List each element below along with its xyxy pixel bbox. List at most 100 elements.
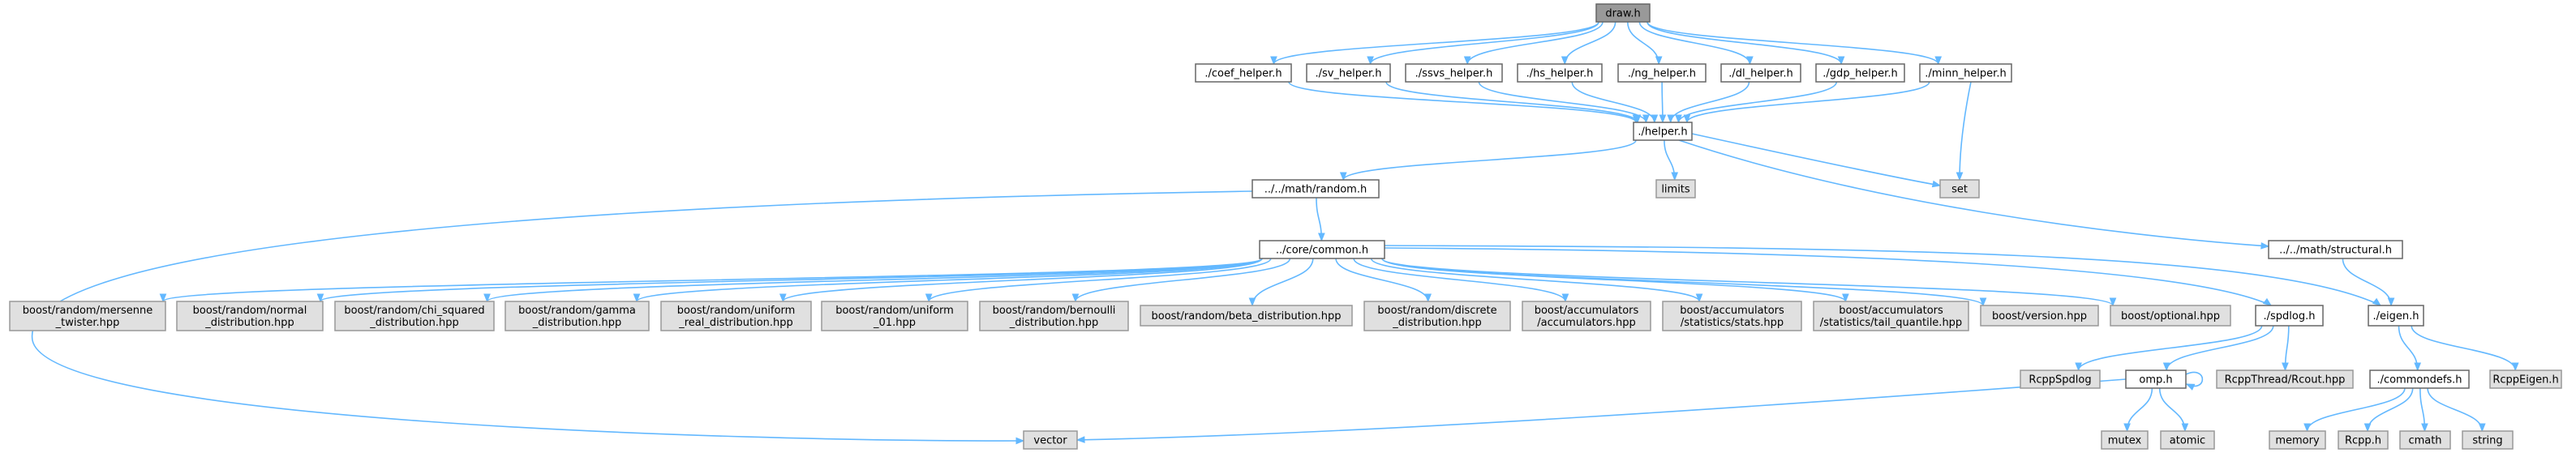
node-gdp[interactable]: ./gdp_helper.h (1815, 63, 1905, 83)
node-hs-label-line-0: ./hs_helper.h (1526, 68, 1594, 80)
node-memory-label-line-0: memory (2275, 435, 2320, 447)
edges-layer (31, 21, 2519, 445)
edge-commondefs-to-memory (2303, 387, 2406, 433)
edge-draw-to-dl (1638, 21, 1754, 66)
node-ng[interactable]: ./ng_helper.h (1617, 63, 1707, 83)
node-unireal-box (660, 301, 812, 331)
node-rcppeigen-label-line-0: RcppEigen.h (2492, 374, 2558, 387)
node-omp[interactable]: omp.h (2125, 369, 2187, 389)
node-dl-label-line-0: ./dl_helper.h (1728, 68, 1793, 80)
edge-spdlog-to-rcout (2282, 325, 2290, 372)
edge-random-to-vector (31, 190, 1253, 445)
node-normal-label-line-1: _distribution.hpp (204, 317, 294, 329)
node-coef[interactable]: ./coef_helper.h (1195, 63, 1292, 83)
node-structural[interactable]: ../../math/structural.h (2268, 240, 2403, 259)
edge-common-to-eigen (1384, 245, 2382, 306)
node-gamma: boost/random/gamma_distribution.hpp (504, 301, 650, 331)
node-string-box (2462, 430, 2514, 450)
node-stats-box (1662, 301, 1802, 331)
node-rcpph-label-line-0: Rcpp.h (2345, 435, 2381, 447)
node-normal: boost/random/normal_distribution.hpp (176, 301, 324, 331)
edge-common-to-acc (1353, 258, 1569, 303)
node-ssvs-label-line-0: ./ssvs_helper.h (1415, 68, 1493, 80)
node-acc-label-line-0: boost/accumulators (1535, 305, 1639, 317)
node-bern: boost/random/bernoulli_distribution.hpp (979, 301, 1129, 331)
node-unireal-label-line-1: _real_distribution.hpp (678, 317, 793, 329)
node-version: boost/version.hpp (1980, 305, 2099, 327)
node-coef-box (1195, 63, 1292, 83)
node-minn-label-line-0: ./minn_helper.h (1925, 68, 2006, 80)
node-limits: limits (1655, 179, 1696, 199)
node-beta-label-line-0: boost/random/beta_distribution.hpp (1152, 310, 1342, 322)
node-optional-box (2110, 305, 2231, 327)
edge-common-to-discrete (1335, 258, 1432, 303)
node-set-label-line-0: set (1951, 184, 1968, 196)
node-draw[interactable]: draw.h (1595, 3, 1651, 23)
node-helper-label-line-0: ./helper.h (1638, 126, 1687, 139)
edge-common-to-normal (316, 258, 1263, 303)
node-rcppspdlog: RcppSpdlog (2020, 369, 2101, 389)
node-commondefs[interactable]: ./commondefs.h (2369, 369, 2470, 389)
nodes-layer: draw.h ./coef_helper.h ./sv_helper.h ./ssvs… (9, 3, 2562, 450)
node-optional: boost/optional.hpp (2110, 305, 2231, 327)
edge-draw-to-coef (1270, 21, 1599, 66)
edge-common-to-tailq (1381, 258, 1849, 303)
node-string: string (2462, 430, 2514, 450)
node-mersenne: boost/random/mersenne_twister.hpp (9, 301, 166, 331)
node-tailq-label-line-1: /statistics/tail_quantile.hpp (1820, 317, 1962, 329)
node-random[interactable]: ../../math/random.h (1252, 179, 1380, 199)
node-vector: vector (1023, 430, 1078, 450)
node-set-box (1939, 179, 1980, 199)
node-sv[interactable]: ./sv_helper.h (1306, 63, 1391, 83)
node-ng-box (1617, 63, 1707, 83)
node-discrete: boost/random/discrete_distribution.hpp (1363, 301, 1511, 331)
node-ng-label-line-0: ./ng_helper.h (1628, 68, 1696, 80)
node-chisq-label-line-1: _distribution.hpp (369, 317, 458, 329)
node-vector-label-line-0: vector (1033, 435, 1067, 447)
node-normal-label-line-0: boost/random/normal (193, 305, 307, 317)
edge-eigen-to-rcppeigen (2411, 325, 2519, 372)
node-unireal: boost/random/uniform_real_distribution.h… (660, 301, 812, 331)
node-gdp-label-line-0: ./gdp_helper.h (1823, 68, 1897, 80)
node-cmath-label-line-0: cmath (2408, 435, 2441, 447)
node-spdlog-box (2255, 305, 2324, 327)
node-helper-box (1633, 122, 1693, 141)
edge-common-to-beta (1248, 258, 1314, 307)
edge-omp-to-omp (2185, 371, 2204, 391)
node-spdlog[interactable]: ./spdlog.h (2255, 305, 2324, 327)
node-string-label-line-0: string (2472, 435, 2502, 447)
node-mutex-label-line-0: mutex (2108, 435, 2142, 447)
node-uni01: boost/random/uniform_01.hpp (821, 301, 968, 331)
node-tailq: boost/accumulators/statistics/tail_quant… (1813, 301, 1969, 331)
node-draw-box (1595, 3, 1651, 23)
node-atomic-label-line-0: atomic (2170, 435, 2205, 447)
node-set: set (1939, 179, 1980, 199)
edge-draw-to-ng (1626, 21, 1663, 66)
node-dl-box (1720, 63, 1801, 83)
node-vector-box (1023, 430, 1078, 450)
node-common[interactable]: ../core/common.h (1259, 240, 1385, 259)
edge-common-to-version (1381, 258, 1987, 307)
edge-random-to-common (1316, 197, 1325, 242)
node-acc-box (1522, 301, 1651, 331)
edge-spdlog-to-rcppspdlog (2075, 325, 2263, 372)
node-dl[interactable]: ./dl_helper.h (1720, 63, 1801, 83)
edge-common-to-unireal (779, 258, 1263, 303)
edge-common-to-gamma (633, 258, 1263, 303)
node-ssvs[interactable]: ./ssvs_helper.h (1405, 63, 1503, 83)
edge-helper-to-structural (1678, 139, 2270, 250)
node-eigen[interactable]: ./eigen.h (2368, 305, 2424, 327)
edge-common-to-mersenne (159, 258, 1263, 303)
node-helper[interactable]: ./helper.h (1633, 122, 1693, 141)
node-atomic: atomic (2160, 430, 2215, 450)
node-tailq-label-line-0: boost/accumulators (1839, 305, 1943, 317)
node-draw-label-line-0: draw.h (1605, 8, 1640, 20)
node-mersenne-label-line-1: _twister.hpp (55, 317, 120, 329)
node-common-label-line-0: ../core/common.h (1276, 245, 1368, 257)
node-minn[interactable]: ./minn_helper.h (1919, 63, 2012, 83)
node-hs[interactable]: ./hs_helper.h (1517, 63, 1603, 83)
node-version-box (1980, 305, 2099, 327)
node-rcppspdlog-label-line-0: RcppSpdlog (2029, 374, 2091, 387)
edge-ng-to-helper (1659, 81, 1667, 124)
node-mersenne-label-line-0: boost/random/mersenne (23, 305, 152, 317)
